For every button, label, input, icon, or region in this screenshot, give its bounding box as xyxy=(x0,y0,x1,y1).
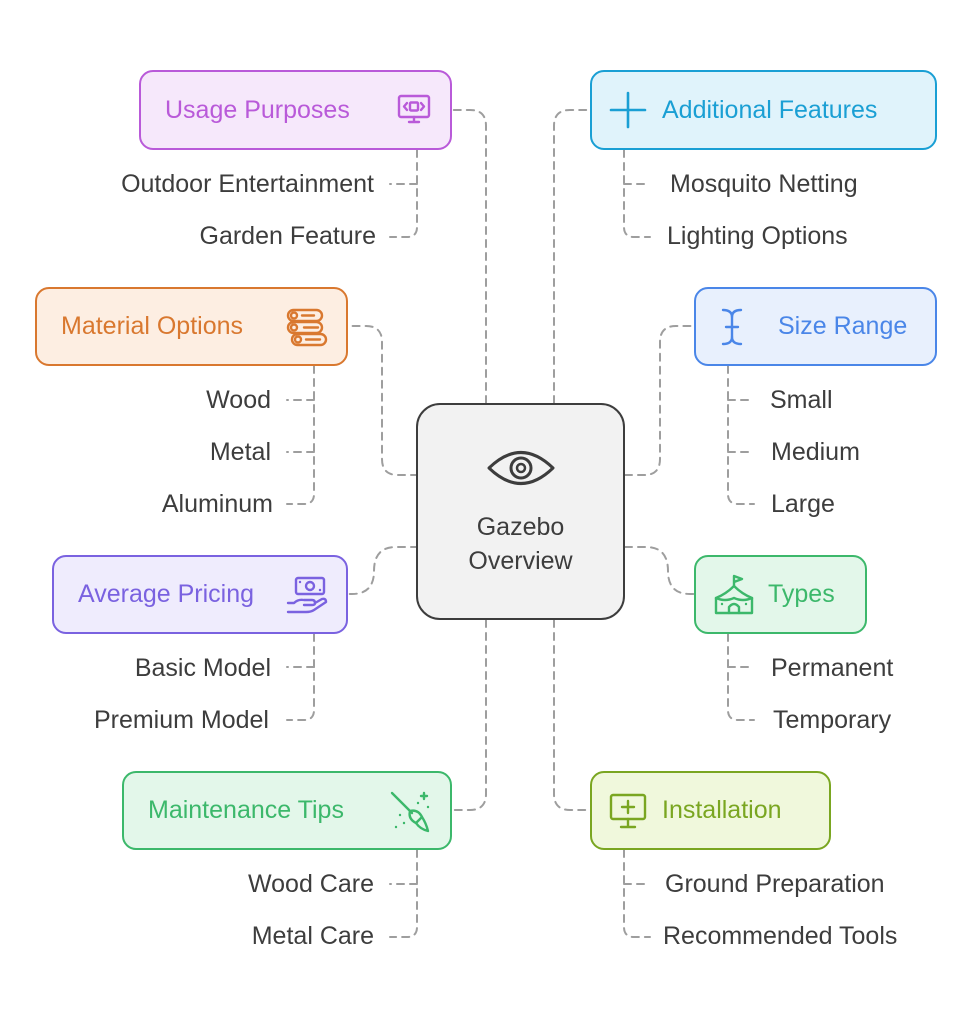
node-usage-purposes[interactable]: Usage Purposes xyxy=(139,70,452,150)
plus-icon xyxy=(608,90,648,130)
leaf-small: Small xyxy=(770,386,833,414)
leaf-lighting-options: Lighting Options xyxy=(667,222,848,250)
connector-features xyxy=(553,109,591,404)
leaf-temporary: Temporary xyxy=(773,706,892,734)
connector-material xyxy=(347,325,419,476)
leaf-mosquito-netting: Mosquito Netting xyxy=(670,170,858,198)
tent-icon xyxy=(712,574,756,616)
leaf-aluminum: Aluminum xyxy=(161,490,273,518)
connector-pricing xyxy=(347,546,419,595)
connector-types xyxy=(624,546,695,595)
connector-usage xyxy=(451,109,487,404)
node-material-options[interactable]: Material Options xyxy=(35,287,348,366)
leaf-wood-care: Wood Care xyxy=(248,870,374,898)
screen-plus-icon xyxy=(608,791,648,831)
leaf-basic-model: Basic Model xyxy=(134,654,271,682)
connector-installation xyxy=(553,619,591,811)
leaf-garden-feature: Garden Feature xyxy=(199,222,377,250)
maintenance-tips-title: Maintenance Tips xyxy=(148,796,344,824)
node-maintenance-tips[interactable]: Maintenance Tips xyxy=(122,771,452,850)
node-additional-features[interactable]: Additional Features xyxy=(590,70,937,150)
usage-purposes-title: Usage Purposes xyxy=(165,95,350,124)
leaf-wood: Wood xyxy=(206,386,271,414)
installation-title: Installation xyxy=(662,796,782,824)
leaf-premium-model: Premium Model xyxy=(93,706,269,734)
additional-features-title: Additional Features xyxy=(662,95,878,124)
node-installation[interactable]: Installation xyxy=(590,771,831,850)
leaf-medium: Medium xyxy=(771,438,860,466)
leaf-metal: Metal xyxy=(209,438,271,466)
eye-icon xyxy=(485,445,557,496)
monitor-code-icon xyxy=(396,92,432,128)
broom-sparkle-icon xyxy=(388,789,432,833)
average-pricing-title: Average Pricing xyxy=(78,580,255,608)
text-cursor-icon xyxy=(720,307,744,347)
hand-money-icon xyxy=(286,575,328,615)
leaf-outdoor-entertainment: Outdoor Entertainment xyxy=(121,170,374,198)
leaf-metal-care: Metal Care xyxy=(251,922,374,950)
leaf-permanent: Permanent xyxy=(771,654,894,682)
wood-logs-icon xyxy=(286,307,328,347)
connector-size xyxy=(624,325,695,476)
size-range-title: Size Range xyxy=(778,312,908,340)
leaf-large: Large xyxy=(771,490,835,518)
node-size-range[interactable]: Size Range xyxy=(694,287,937,366)
center-node[interactable]: Gazebo Overview xyxy=(416,403,625,620)
material-options-title: Material Options xyxy=(61,312,244,340)
node-types[interactable]: Types xyxy=(694,555,867,634)
node-average-pricing[interactable]: Average Pricing xyxy=(52,555,348,634)
leaf-recommended-tools: Recommended Tools xyxy=(663,922,898,950)
leaf-ground-preparation: Ground Preparation xyxy=(665,870,885,898)
types-title: Types xyxy=(768,580,835,608)
center-title: Gazebo Overview xyxy=(468,513,573,575)
connector-maintenance xyxy=(451,619,487,811)
